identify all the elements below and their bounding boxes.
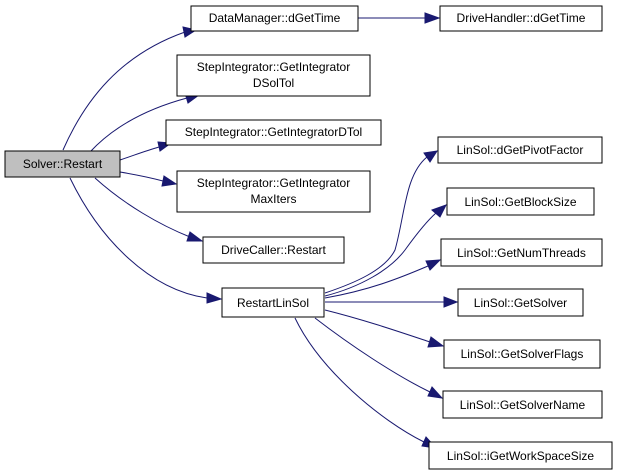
svg-text:MaxIters: MaxIters — [250, 192, 296, 206]
node-drivehandler-dgettime[interactable]: DriveHandler::dGetTime — [439, 5, 603, 32]
edge-restart-step-maxiters — [119, 171, 178, 187]
node-solver-restart[interactable]: Solver::Restart — [4, 150, 121, 178]
node-linsol-igetworkspacesize[interactable]: LinSol::iGetWorkSpaceSize — [428, 441, 613, 470]
svg-text:RestartLinSol: RestartLinSol — [237, 296, 309, 310]
node-linsol-getnumthreads[interactable]: LinSol::GetNumThreads — [440, 238, 603, 267]
node-restartlinsol[interactable]: RestartLinSol — [221, 287, 325, 318]
edge-restart-drivecaller — [94, 177, 204, 242]
node-linsol-getsolver[interactable]: LinSol::GetSolver — [457, 288, 584, 317]
node-linsol-getblocksize[interactable]: LinSol::GetBlockSize — [446, 187, 595, 216]
svg-text:LinSol::GetNumThreads: LinSol::GetNumThreads — [457, 246, 586, 260]
node-drivecaller-restart[interactable]: DriveCaller::Restart — [202, 236, 345, 264]
node-linsol-getsolvername[interactable]: LinSol::GetSolverName — [442, 390, 603, 419]
svg-text:LinSol::GetBlockSize: LinSol::GetBlockSize — [464, 195, 576, 209]
node-stepintegrator-dtol[interactable]: StepIntegrator::GetIntegratorDTol — [165, 119, 382, 146]
edge-restartlinsol-flags — [324, 309, 445, 348]
edge-restartlinsol-blocksize — [324, 204, 448, 297]
svg-text:DriveCaller::Restart: DriveCaller::Restart — [221, 243, 326, 257]
svg-text:LinSol::GetSolver: LinSol::GetSolver — [474, 296, 567, 310]
svg-text:StepIntegrator::GetIntegrator: StepIntegrator::GetIntegrator — [197, 176, 350, 190]
edge-restart-step-dtol — [119, 141, 173, 161]
edge-restartlinsol-pivot — [324, 150, 439, 294]
edge-datamanager-drivehandler — [358, 12, 441, 24]
svg-text:DriveHandler::dGetTime: DriveHandler::dGetTime — [457, 11, 586, 25]
svg-text:DataManager::dGetTime: DataManager::dGetTime — [209, 11, 341, 25]
node-stepintegrator-maxiters[interactable]: StepIntegrator::GetIntegrator MaxIters — [176, 170, 371, 213]
edge-restartlinsol-threads — [324, 259, 442, 299]
svg-text:DSolTol: DSolTol — [253, 76, 294, 90]
node-linsol-getsolverflags[interactable]: LinSol::GetSolverFlags — [443, 339, 601, 369]
svg-text:Solver::Restart: Solver::Restart — [23, 157, 103, 171]
node-datamanager-dgettime[interactable]: DataManager::dGetTime — [190, 5, 359, 32]
edge-restartlinsol-solver — [325, 296, 459, 308]
svg-text:LinSol::dGetPivotFactor: LinSol::dGetPivotFactor — [457, 143, 584, 157]
node-linsol-dgetpivotfactor[interactable]: LinSol::dGetPivotFactor — [437, 136, 603, 164]
edge-restart-restartlinsol — [69, 177, 223, 304]
edge-restartlinsol-workspace — [294, 317, 438, 449]
edge-restartlinsol-name — [314, 317, 444, 399]
svg-text:StepIntegrator::GetIntegratorD: StepIntegrator::GetIntegratorDTol — [185, 125, 362, 139]
svg-text:LinSol::iGetWorkSpaceSize: LinSol::iGetWorkSpaceSize — [447, 449, 595, 463]
node-stepintegrator-dsoltol[interactable]: StepIntegrator::GetIntegrator DSolTol — [176, 54, 371, 97]
svg-text:StepIntegrator::GetIntegrator: StepIntegrator::GetIntegrator — [197, 60, 350, 74]
svg-text:LinSol::GetSolverName: LinSol::GetSolverName — [460, 398, 586, 412]
svg-text:LinSol::GetSolverFlags: LinSol::GetSolverFlags — [461, 347, 584, 361]
